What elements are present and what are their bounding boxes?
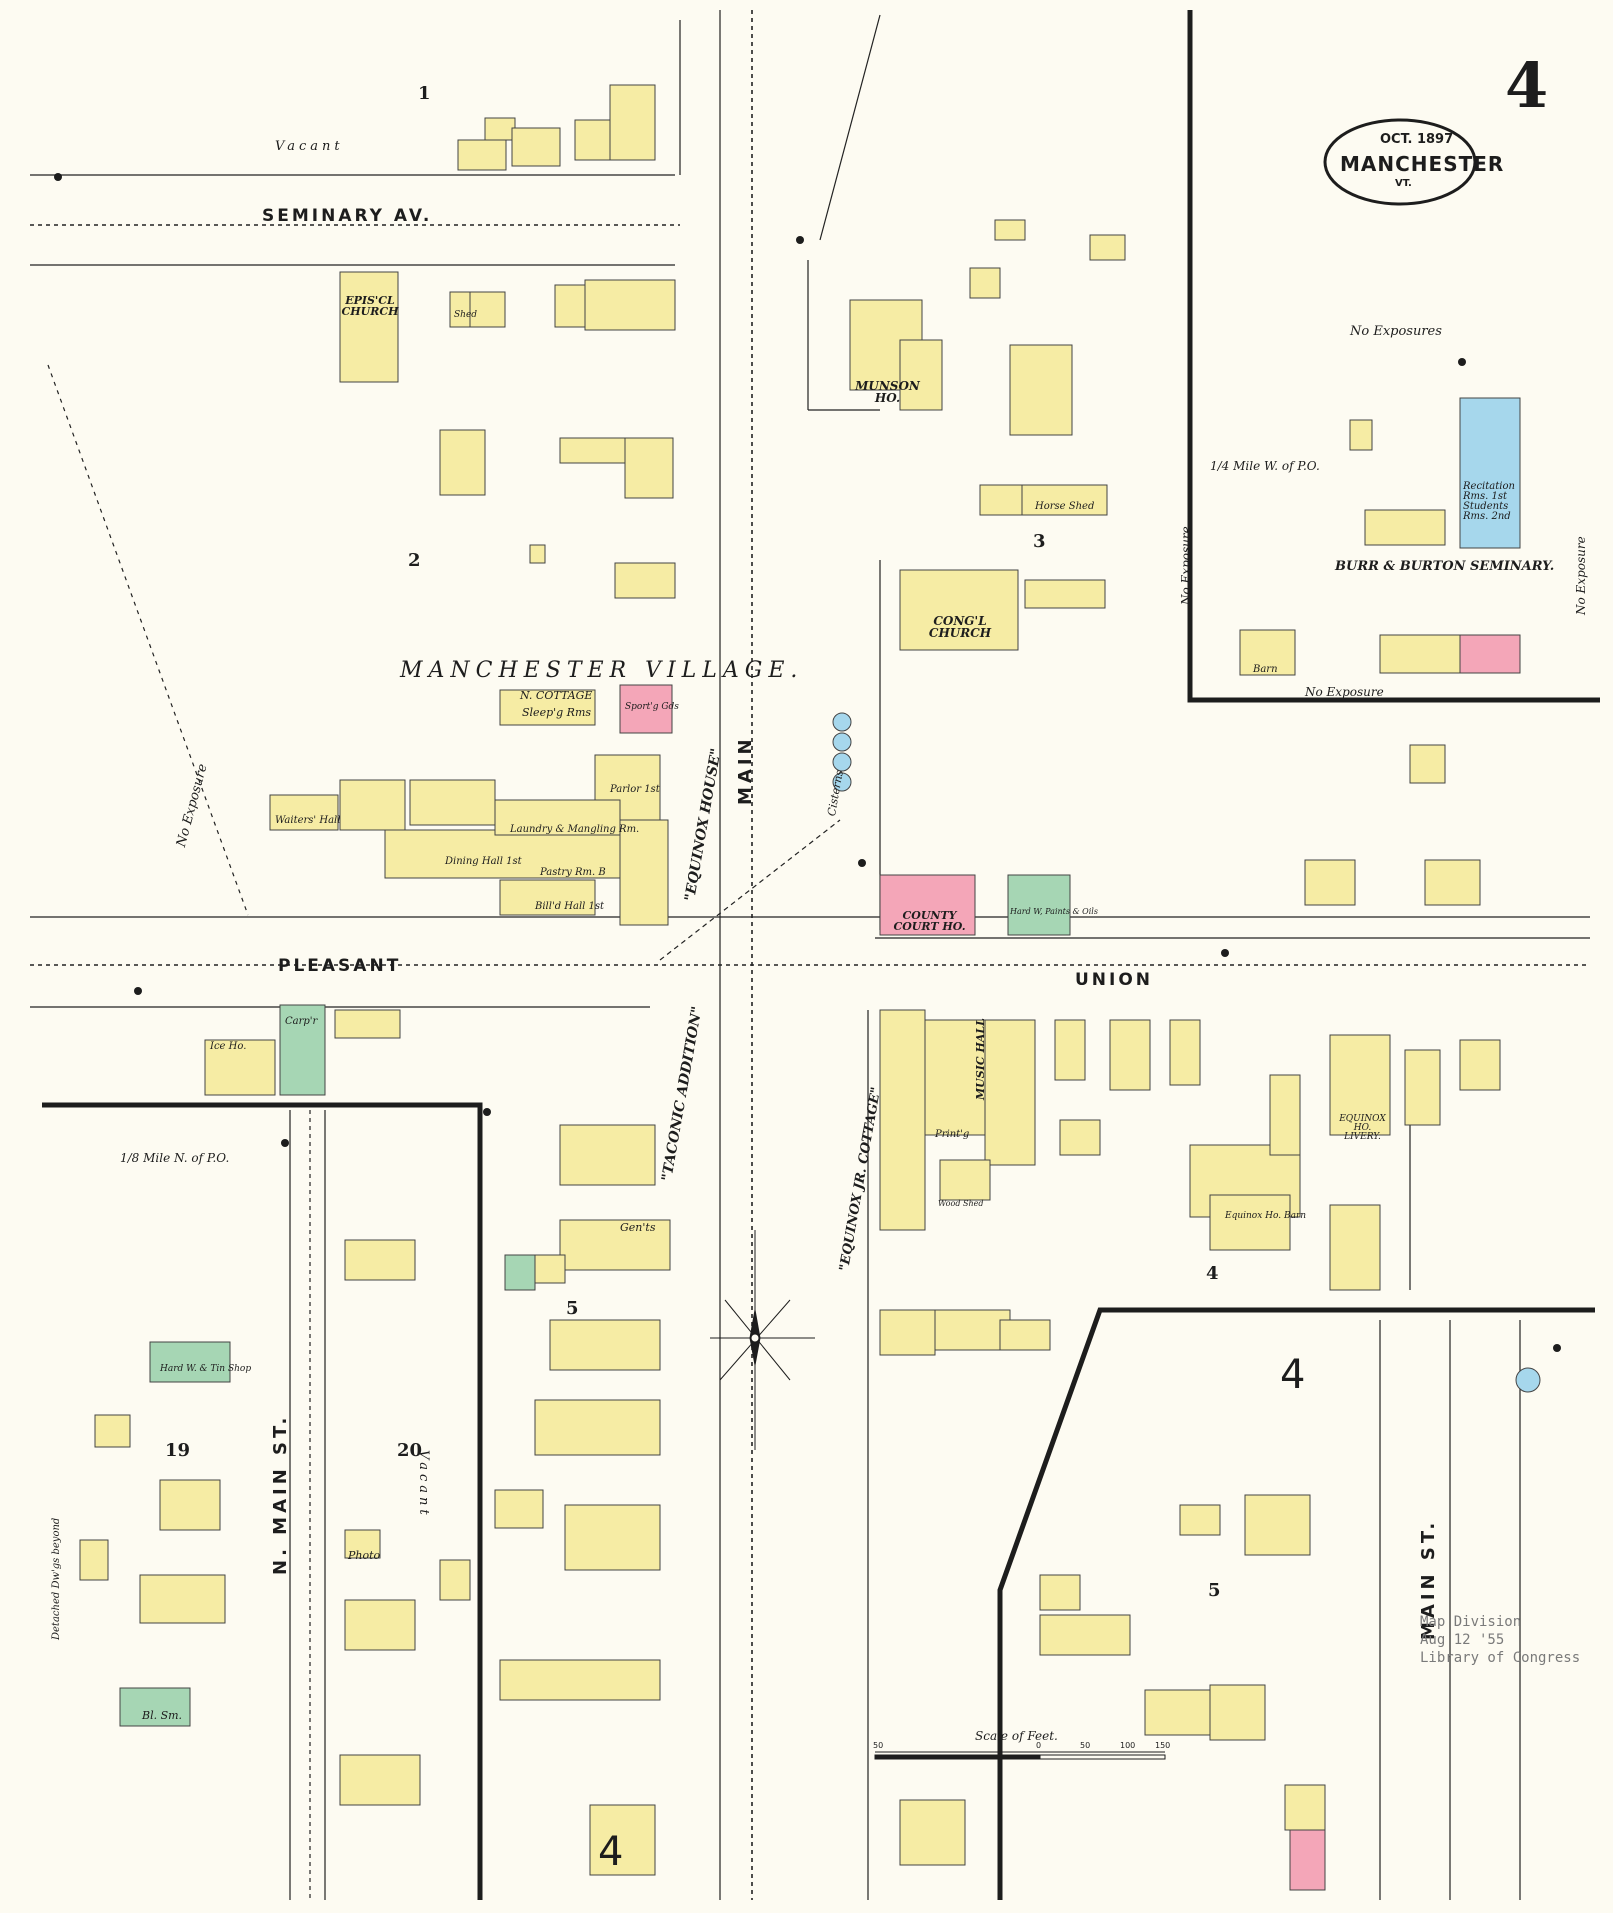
scale-title: Scale of Feet.: [975, 1729, 1058, 1743]
block-number: 20: [397, 1440, 423, 1461]
building-photo: Photo: [348, 1549, 381, 1562]
block-number: 2: [408, 550, 421, 571]
scale-tick: 50: [1080, 1741, 1091, 1750]
note-detached-dwellings: Detached Dw'gs beyond: [51, 1517, 62, 1640]
sheet-date: OCT. 1897: [1380, 132, 1454, 147]
street-pleasant: PLEASANT: [278, 956, 402, 976]
building-equinox-barn: Equinox Ho. Barn: [1225, 1211, 1307, 1221]
note-eighth-mile-north: 1/8 Mile N. of P.O.: [120, 1151, 230, 1165]
scale-tick: 100: [1120, 1741, 1136, 1750]
note-quarter-mile-west: 1/4 Mile W. of P.O.: [1210, 459, 1320, 473]
block-number: 5: [1208, 1580, 1221, 1601]
building-congregational-church: CONG'L CHURCH: [928, 614, 992, 640]
building-equinox-livery: EQUINOX HO. LIVERY.: [1339, 1114, 1386, 1142]
building-printing: Print'g: [935, 1129, 970, 1140]
note-vacant: Vacant: [416, 1450, 431, 1519]
street-union: UNION: [1075, 970, 1154, 990]
note-no-exposure: No Exposure: [1179, 526, 1193, 605]
title-oval: [1323, 118, 1477, 206]
building-n-cottage: N. COTTAGE: [520, 689, 593, 702]
village-label: MANCHESTER VILLAGE.: [400, 658, 804, 683]
building-billiard-hall: Bill'd Hall 1st: [535, 901, 605, 912]
building-blacksmith: Bl. Sm.: [142, 1709, 183, 1722]
street-n-main: N. MAIN ST.: [270, 1413, 291, 1575]
sheet-town: MANCHESTER: [1340, 152, 1505, 176]
block-number: 4: [598, 1829, 624, 1875]
block-number: 4: [1206, 1263, 1219, 1284]
building-laundry: Laundry & Mangling Rm.: [510, 824, 640, 835]
building-episcopal-church: EPIS'CL CHURCH: [341, 294, 399, 318]
compass-rose: [710, 1230, 815, 1450]
building-gents: Gen'ts: [620, 1221, 656, 1234]
building-recitation-rooms: Recitation Rms. 1st Students Rms. 2nd: [1463, 481, 1515, 522]
cisterns-markers: [832, 712, 1541, 1393]
sheet-state: VT.: [1395, 178, 1412, 189]
library-stamp-line: Aug 12 '55: [1420, 1632, 1505, 1648]
scale-tick: 150: [1155, 1741, 1171, 1750]
note-no-exposure: No Exposure: [1574, 536, 1588, 615]
building-parlor: Parlor 1st: [610, 784, 660, 795]
building-barn: Barn: [1253, 664, 1278, 675]
library-stamp-line: Library of Congress: [1420, 1650, 1581, 1666]
street-seminary-av: SEMINARY AV.: [262, 206, 433, 226]
scale-tick: 50: [873, 1741, 884, 1750]
building-hard-ware-tin-shop: Hard W. & Tin Shop: [160, 1364, 252, 1374]
hydrant-dots: [54, 173, 1561, 1352]
building-shed: Shed: [454, 310, 478, 320]
scale-bar: [874, 1751, 1166, 1760]
building-county-court-house: COUNTY COURT HO.: [893, 909, 966, 933]
street-main: MAIN: [735, 735, 756, 805]
block-number: 5: [566, 1298, 579, 1319]
buildings: [79, 84, 1521, 1891]
building-burr-burton-seminary: BURR & BURTON SEMINARY.: [1335, 559, 1555, 574]
library-stamp-line: Map Division: [1420, 1614, 1522, 1630]
building-music-hall: MUSIC HALL: [974, 1018, 987, 1100]
sheet-borders: [42, 10, 1600, 1900]
block-number: 19: [165, 1440, 191, 1461]
sheet-number: 4: [1505, 49, 1549, 122]
block-number: 1: [418, 83, 431, 104]
building-sporting-goods: Sport'g Gds: [625, 702, 679, 712]
building-ice-house: Ice Ho.: [210, 1041, 247, 1052]
building-horse-shed: Horse Shed: [1035, 501, 1095, 512]
note-vacant: Vacant: [275, 139, 344, 154]
note-no-exposures: No Exposures: [1350, 324, 1442, 339]
scale-tick: 0: [1036, 1741, 1042, 1750]
street-lines: [30, 10, 1590, 1900]
building-hard-ware: Hard W, Paints & Oils: [1010, 907, 1098, 916]
building-wood-shed: Wood Shed: [938, 1199, 984, 1208]
building-dining-hall: Dining Hall 1st: [445, 856, 522, 867]
block-number: 4: [1280, 1352, 1306, 1398]
building-munson-house: MUNSON HO.: [855, 379, 920, 405]
building-waiters-hall: Waiters' Hall: [275, 815, 341, 826]
building-pastry-room: Pastry Rm. B: [540, 867, 606, 878]
block-number: 3: [1033, 531, 1046, 552]
note-no-exposure: No Exposure: [1305, 685, 1384, 699]
building-carpenter: Carp'r: [285, 1016, 318, 1027]
building-sleeping-rooms: Sleep'g Rms: [522, 706, 592, 719]
